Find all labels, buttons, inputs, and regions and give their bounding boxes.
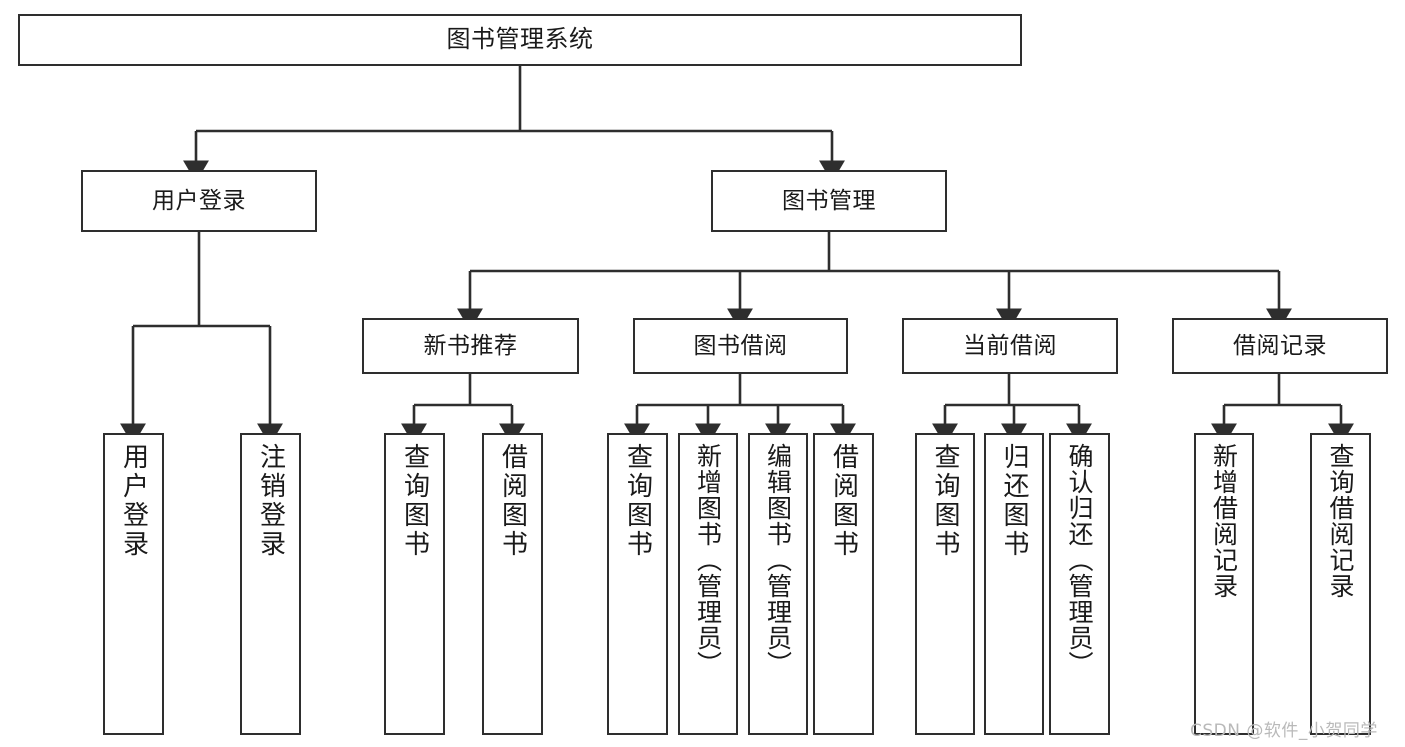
node-borrow-record-label: 借阅记录: [1233, 332, 1327, 359]
node-leaf-query-book-1-label: 查询图书: [399, 443, 430, 559]
node-leaf-user-login-label: 用户登录: [118, 443, 149, 559]
node-leaf-edit-book[interactable]: 编辑图书（管理员）: [748, 433, 808, 735]
node-leaf-return-book[interactable]: 归还图书: [984, 433, 1044, 735]
node-leaf-borrow-book-2[interactable]: 借阅图书: [813, 433, 874, 735]
node-leaf-add-book-label: 新增图书（管理员）: [693, 443, 723, 677]
node-current-borrow[interactable]: 当前借阅: [902, 318, 1118, 374]
node-book-borrow[interactable]: 图书借阅: [633, 318, 848, 374]
node-user-login-label: 用户登录: [152, 187, 246, 214]
node-leaf-confirm-return-label: 确认归还（管理员）: [1065, 443, 1094, 677]
node-new-book-recommend[interactable]: 新书推荐: [362, 318, 579, 374]
node-root-system-label: 图书管理系统: [446, 25, 594, 54]
node-root-system[interactable]: 图书管理系统: [18, 14, 1022, 66]
node-leaf-add-record[interactable]: 新增借阅记录: [1194, 433, 1254, 735]
node-leaf-logout[interactable]: 注销登录: [240, 433, 301, 735]
node-leaf-return-book-label: 归还图书: [999, 443, 1029, 559]
node-book-manage[interactable]: 图书管理: [711, 170, 947, 232]
node-book-manage-label: 图书管理: [782, 187, 876, 214]
node-leaf-add-record-label: 新增借阅记录: [1209, 443, 1239, 599]
node-leaf-query-record-label: 查询借阅记录: [1326, 443, 1355, 599]
node-leaf-query-book-2-label: 查询图书: [622, 443, 653, 559]
node-leaf-query-book-1[interactable]: 查询图书: [384, 433, 445, 735]
node-leaf-borrow-book-1[interactable]: 借阅图书: [482, 433, 543, 735]
node-book-borrow-label: 图书借阅: [693, 332, 788, 359]
csdn-watermark: CSDN @软件_小贺同学: [1190, 721, 1378, 741]
node-leaf-logout-label: 注销登录: [255, 443, 286, 559]
node-leaf-confirm-return[interactable]: 确认归还（管理员）: [1049, 433, 1110, 735]
node-borrow-record[interactable]: 借阅记录: [1172, 318, 1388, 374]
node-leaf-query-record[interactable]: 查询借阅记录: [1310, 433, 1371, 735]
node-leaf-query-book-3-label: 查询图书: [930, 443, 960, 559]
node-leaf-add-book[interactable]: 新增图书（管理员）: [678, 433, 738, 735]
node-leaf-edit-book-label: 编辑图书（管理员）: [763, 443, 793, 677]
node-leaf-user-login[interactable]: 用户登录: [103, 433, 164, 735]
node-leaf-query-book-3[interactable]: 查询图书: [915, 433, 975, 735]
node-user-login[interactable]: 用户登录: [81, 170, 317, 232]
node-current-borrow-label: 当前借阅: [963, 332, 1057, 359]
node-leaf-query-book-2[interactable]: 查询图书: [607, 433, 668, 735]
node-leaf-borrow-book-1-label: 借阅图书: [497, 443, 528, 559]
node-new-book-recommend-label: 新书推荐: [423, 332, 518, 359]
node-leaf-borrow-book-2-label: 借阅图书: [828, 443, 859, 559]
